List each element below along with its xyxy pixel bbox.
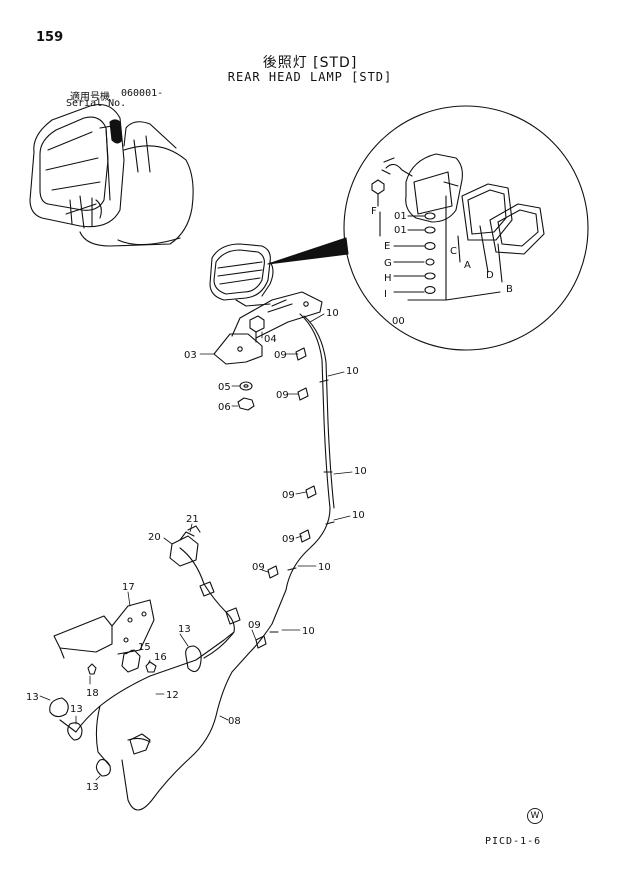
callout-10: 10 [354, 466, 367, 477]
callout-E: E [384, 241, 390, 252]
manufacturer-mark: W [527, 808, 543, 824]
exploded-detail-view [343, 105, 589, 351]
callout-17: 17 [122, 582, 135, 593]
callout-09: 09 [252, 562, 265, 573]
callout-06: 06 [218, 402, 231, 413]
callout-C: C [450, 246, 457, 257]
callout-13: 13 [86, 782, 99, 793]
serial-label-japanese: 適用号機 [70, 92, 110, 103]
callout-09: 09 [248, 620, 261, 631]
nut-06 [237, 397, 255, 411]
callout-09: 09 [282, 534, 295, 545]
rear-head-lamp [209, 243, 274, 307]
clamp-09 [297, 387, 309, 401]
callout-00: 00 [392, 316, 405, 327]
callout-10: 10 [346, 366, 359, 377]
callout-20: 20 [148, 532, 161, 543]
callout-I: I [384, 289, 387, 300]
switch-harness [59, 525, 241, 767]
callout-03: 03 [184, 350, 197, 361]
callout-12: 12 [166, 690, 179, 701]
page-number: 159 [36, 30, 64, 45]
callout-D: D [486, 270, 494, 281]
callout-13: 13 [26, 692, 39, 703]
callout-13: 13 [70, 704, 83, 715]
callout-08: 08 [228, 716, 241, 727]
callout-09: 09 [282, 490, 295, 501]
callout-10: 10 [318, 562, 331, 573]
lamp-bracket [213, 291, 323, 365]
excavator-cab-illustration [29, 103, 194, 247]
callout-labels: 00 01 01 E F G H I A B C D 03 04 05 06 0… [26, 206, 513, 793]
callout-B: B [506, 284, 513, 295]
callout-F: F [371, 206, 377, 217]
callout-21: 21 [186, 514, 199, 525]
callout-09: 09 [274, 350, 287, 361]
serial-number-value: 060001- [121, 88, 164, 99]
callout-15: 15 [138, 642, 151, 653]
serial-label-english: Serial No. [66, 98, 127, 109]
callout-10: 10 [326, 308, 339, 319]
callout-13: 13 [178, 624, 191, 635]
callout-10: 10 [352, 510, 365, 521]
figure-code: PICD-1-6 [485, 836, 542, 847]
callout-16: 16 [154, 652, 167, 663]
callout-01: 01 [394, 225, 407, 236]
switch-15 [121, 649, 141, 673]
callout-04: 04 [264, 334, 277, 345]
title-english: REAR HEAD LAMP [STD] [227, 70, 393, 84]
callout-H: H [384, 273, 392, 284]
washer-05 [239, 381, 253, 391]
callout-05: 05 [218, 382, 231, 393]
callout-01: 01 [394, 211, 407, 222]
switch-bracket [53, 599, 155, 659]
title-japanese: 後照灯 [STD] [262, 55, 358, 71]
callout-A: A [464, 260, 471, 271]
clamp-13 [185, 645, 202, 673]
callout-18: 18 [86, 688, 99, 699]
callout-10: 10 [302, 626, 315, 637]
bolt-04 [249, 315, 265, 343]
callout-G: G [384, 258, 392, 269]
callout-09: 09 [276, 390, 289, 401]
